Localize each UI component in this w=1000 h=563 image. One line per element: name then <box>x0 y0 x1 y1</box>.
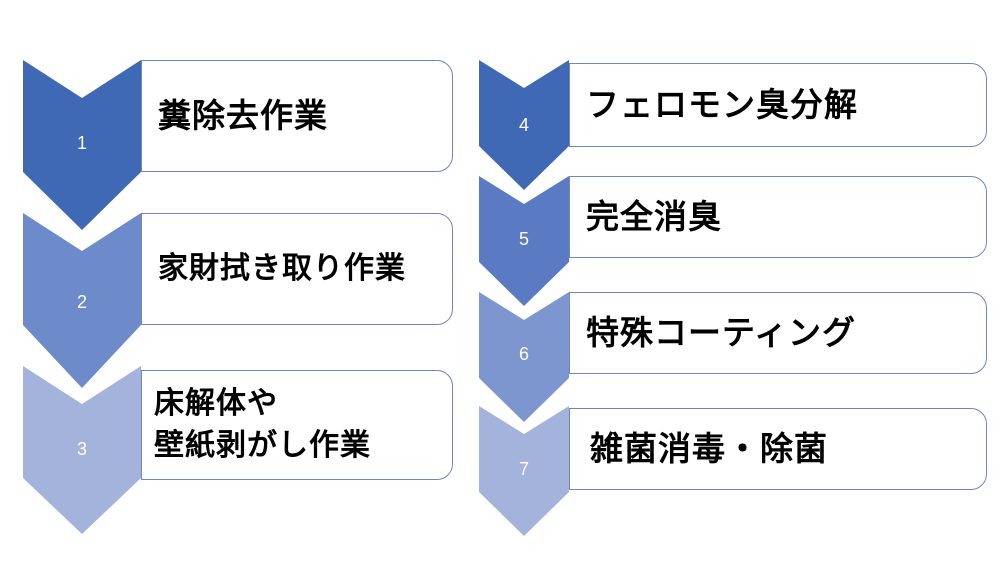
step-4: 4 フェロモン臭分解 <box>479 60 987 190</box>
step-label: 床解体や 壁紙剥がし作業 <box>154 386 371 463</box>
step-chevron <box>479 176 569 306</box>
chevron-shape <box>479 292 569 422</box>
step-number: 5 <box>518 229 529 249</box>
step-label: 特殊コーティング <box>586 313 857 352</box>
step-6: 6 特殊コーティング <box>479 292 987 422</box>
step-label-box: 糞除去作業 <box>141 60 453 172</box>
step-chevron <box>479 406 569 536</box>
step-number: 2 <box>76 292 87 312</box>
step-chevron <box>479 60 569 190</box>
step-1: 1 糞除去作業 <box>23 60 453 230</box>
step-label: 雑菌消毒・除菌 <box>590 429 828 468</box>
step-number: 7 <box>518 459 529 479</box>
step-2: 2 家財拭き取り作業 <box>23 213 453 388</box>
step-label: 糞除去作業 <box>158 96 328 135</box>
chevron-shape <box>479 176 569 306</box>
step-label: 完全消臭 <box>586 197 722 236</box>
step-label-box: 雑菌消毒・除菌 <box>569 408 987 490</box>
step-chevron <box>23 60 141 230</box>
step-chevron <box>479 292 569 422</box>
step-number: 4 <box>518 115 529 135</box>
chevron-shape <box>479 406 569 536</box>
step-label-box: 床解体や 壁紙剥がし作業 <box>141 370 453 480</box>
step-5: 5 完全消臭 <box>479 176 987 306</box>
step-label-box: フェロモン臭分解 <box>569 63 987 147</box>
step-number: 3 <box>76 439 87 459</box>
step-3: 3 床解体や 壁紙剥がし作業 <box>23 366 453 534</box>
step-label-box: 完全消臭 <box>569 176 987 258</box>
step-label-box: 家財拭き取り作業 <box>141 213 453 325</box>
step-7: 7 雑菌消毒・除菌 <box>479 406 987 536</box>
chevron-shape <box>23 60 141 230</box>
step-chevron <box>23 366 141 534</box>
step-chevron <box>23 213 141 388</box>
step-label-box: 特殊コーティング <box>569 292 987 374</box>
chevron-shape <box>23 213 141 388</box>
step-label: 家財拭き取り作業 <box>158 251 406 286</box>
step-label: フェロモン臭分解 <box>586 85 858 124</box>
step-number: 6 <box>518 344 529 364</box>
chevron-shape <box>23 366 141 534</box>
step-number: 1 <box>76 133 87 153</box>
chevron-shape <box>479 60 569 190</box>
